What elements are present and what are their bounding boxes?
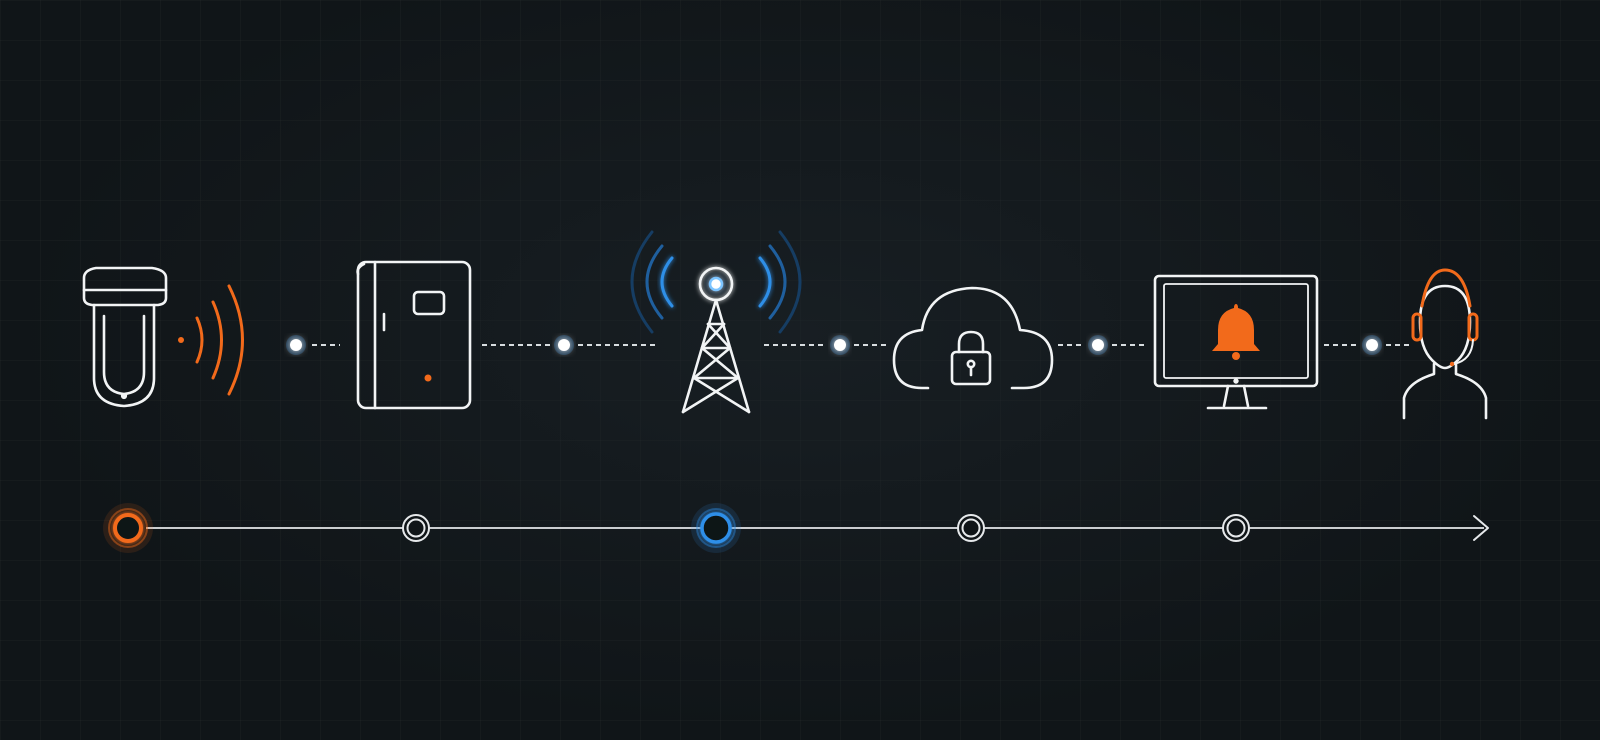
secure-cloud-lock-icon bbox=[892, 286, 1054, 390]
timeline-marker-monitor bbox=[1222, 514, 1250, 542]
timeline-marker-cloud bbox=[957, 514, 985, 542]
alert-bell-icon bbox=[1212, 304, 1260, 360]
radio-waves-icon bbox=[630, 230, 802, 334]
alarm-control-panel-icon bbox=[356, 260, 472, 410]
timeline-marker-sensor bbox=[103, 503, 153, 553]
connector-sensor-panel bbox=[286, 335, 340, 355]
headset-icon bbox=[1411, 268, 1479, 367]
timeline-marker-tower bbox=[691, 503, 741, 553]
timeline-arrowhead-icon bbox=[1473, 515, 1489, 541]
timeline bbox=[103, 503, 1489, 553]
timeline-marker-panel bbox=[402, 514, 430, 542]
signal-waves-icon bbox=[178, 284, 244, 396]
connector-cloud-monitor bbox=[1058, 335, 1148, 355]
connector-monitor-operator bbox=[1324, 335, 1412, 355]
connector-panel-tower bbox=[482, 335, 656, 355]
motion-sensor-icon bbox=[82, 266, 168, 408]
monitoring-operator-icon bbox=[1402, 284, 1488, 420]
connector-tower-cloud bbox=[764, 335, 888, 355]
monitor-alert-bell-icon bbox=[1153, 274, 1319, 410]
cell-tower-icon bbox=[681, 266, 751, 414]
